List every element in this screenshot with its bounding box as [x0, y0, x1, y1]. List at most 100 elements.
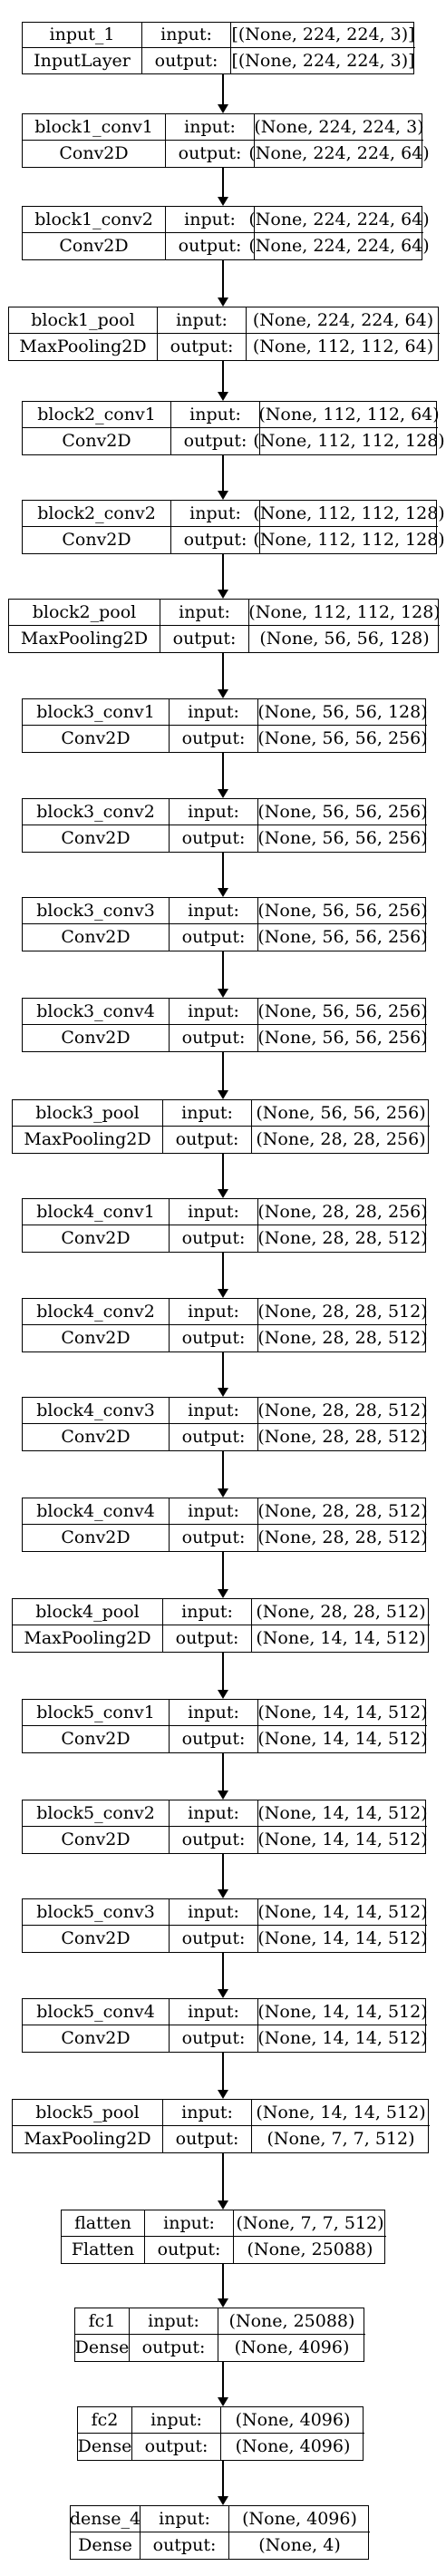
- arrow-head: [218, 789, 228, 798]
- input-shape: (None, 28, 28, 512): [257, 1299, 428, 1325]
- arrow-shaft: [222, 2362, 224, 2398]
- input-label: input:: [158, 307, 247, 334]
- input-label: input:: [160, 600, 249, 626]
- arrow-shaft: [222, 2264, 224, 2299]
- output-shape: (None, 224, 224, 64): [248, 143, 430, 163]
- arrow-shaft: [222, 168, 224, 198]
- output-shape: (None, 14, 14, 512): [256, 1628, 426, 1648]
- arrow-head: [218, 2200, 228, 2210]
- layer-type: Dense: [75, 2335, 130, 2361]
- output-shape: (None, 14, 14, 512): [257, 1729, 428, 1749]
- input-shape: (None, 14, 14, 512): [257, 1999, 428, 2025]
- input-label: input:: [170, 699, 258, 726]
- layer-type: MaxPooling2D: [9, 626, 160, 652]
- output-shape: (None, 28, 28, 512): [257, 1527, 428, 1547]
- input-shape: (None, 4096): [229, 2506, 370, 2532]
- output-shape: (None, 56, 56, 256): [257, 927, 428, 947]
- output-shape: (None, 224, 224, 64): [248, 236, 430, 256]
- arrow-head: [218, 1589, 228, 1598]
- input-label: input:: [132, 2407, 221, 2434]
- input-label: input:: [170, 999, 258, 1025]
- input-shape: (None, 14, 14, 512): [257, 1800, 428, 1827]
- output-label: output:: [163, 2126, 252, 2152]
- output-label: output:: [170, 726, 258, 752]
- layer-type: Conv2D: [23, 527, 171, 553]
- output-label: output:: [170, 1726, 258, 1752]
- layer-type: Conv2D: [23, 1726, 170, 1752]
- output-shape: (None, 56, 56, 256): [257, 728, 428, 748]
- output-label: output:: [163, 1127, 252, 1153]
- layer-name: block4_conv4: [23, 1498, 170, 1525]
- input-shape: (None, 14, 14, 512): [252, 2100, 430, 2126]
- input-shape: [(None, 224, 224, 3)]: [231, 23, 415, 48]
- output-shape: (None, 4096): [235, 2436, 351, 2456]
- input-shape: (None, 28, 28, 512): [257, 1498, 428, 1525]
- arrow-shaft: [222, 1052, 224, 1091]
- output-label: output:: [170, 1325, 258, 1351]
- input-shape: (None, 4096): [221, 2407, 364, 2434]
- input-shape: (None, 14, 14, 512): [257, 1899, 428, 1926]
- output-label: output:: [130, 2335, 218, 2361]
- output-label: output:: [142, 48, 231, 73]
- layer-type: Conv2D: [23, 1926, 170, 1952]
- input-shape: (None, 56, 56, 256): [257, 898, 428, 924]
- arrow-shaft: [222, 1854, 224, 1890]
- output-label: output:: [163, 1625, 252, 1652]
- input-label: input:: [170, 1899, 258, 1926]
- output-label: output:: [170, 825, 258, 852]
- arrow-head: [218, 2496, 228, 2505]
- layer-type: Dense: [78, 2434, 132, 2460]
- layer-type: MaxPooling2D: [13, 1625, 163, 1652]
- input-shape: (None, 28, 28, 512): [252, 1599, 430, 1625]
- arrow-head: [218, 197, 228, 206]
- arrow-head: [218, 491, 228, 500]
- output-shape: (None, 56, 56, 256): [257, 828, 428, 848]
- layer-type: Conv2D: [23, 1424, 170, 1450]
- arrow-head: [218, 298, 228, 307]
- output-label: output:: [170, 2025, 258, 2052]
- output-label: output:: [145, 2237, 234, 2263]
- layer-type: Conv2D: [23, 141, 166, 167]
- input-label: input:: [170, 1800, 258, 1827]
- input-label: input:: [170, 898, 258, 924]
- layer-type: Conv2D: [23, 726, 170, 752]
- input-label: input:: [170, 799, 258, 825]
- input-label: input:: [163, 2100, 252, 2126]
- layer-name: block1_conv2: [23, 207, 166, 233]
- layer-name: block5_conv2: [23, 1800, 170, 1827]
- arrow-shaft: [222, 554, 224, 590]
- layer-type: Conv2D: [23, 825, 170, 852]
- output-shape: (None, 56, 56, 256): [257, 1028, 428, 1048]
- input-label: input:: [170, 1700, 258, 1726]
- input-label: input:: [170, 1398, 258, 1424]
- layer-type: Conv2D: [23, 924, 170, 951]
- output-label: output:: [170, 1424, 258, 1450]
- input-shape: (None, 28, 28, 512): [257, 1398, 428, 1424]
- layer-type: MaxPooling2D: [13, 2126, 163, 2152]
- arrow-shaft: [222, 1753, 224, 1791]
- output-shape: (None, 4): [258, 2535, 341, 2555]
- input-shape: (None, 224, 224, 3): [254, 114, 424, 141]
- arrow-head: [218, 1889, 228, 1898]
- input-label: input:: [170, 1299, 258, 1325]
- arrow-shaft: [222, 2153, 224, 2201]
- arrow-head: [218, 689, 228, 698]
- arrow-shaft: [222, 653, 224, 690]
- input-shape: (None, 112, 112, 128): [253, 501, 445, 527]
- layer-name: flatten: [62, 2210, 145, 2237]
- input-shape: (None, 28, 28, 256): [257, 1199, 428, 1225]
- layer-name: block1_conv1: [23, 114, 166, 141]
- output-shape: (None, 28, 28, 256): [256, 1129, 426, 1149]
- output-shape: (None, 28, 28, 512): [257, 1328, 428, 1348]
- output-label: output:: [170, 1827, 258, 1853]
- output-shape: (None, 56, 56, 128): [259, 629, 430, 649]
- output-label: output:: [170, 924, 258, 951]
